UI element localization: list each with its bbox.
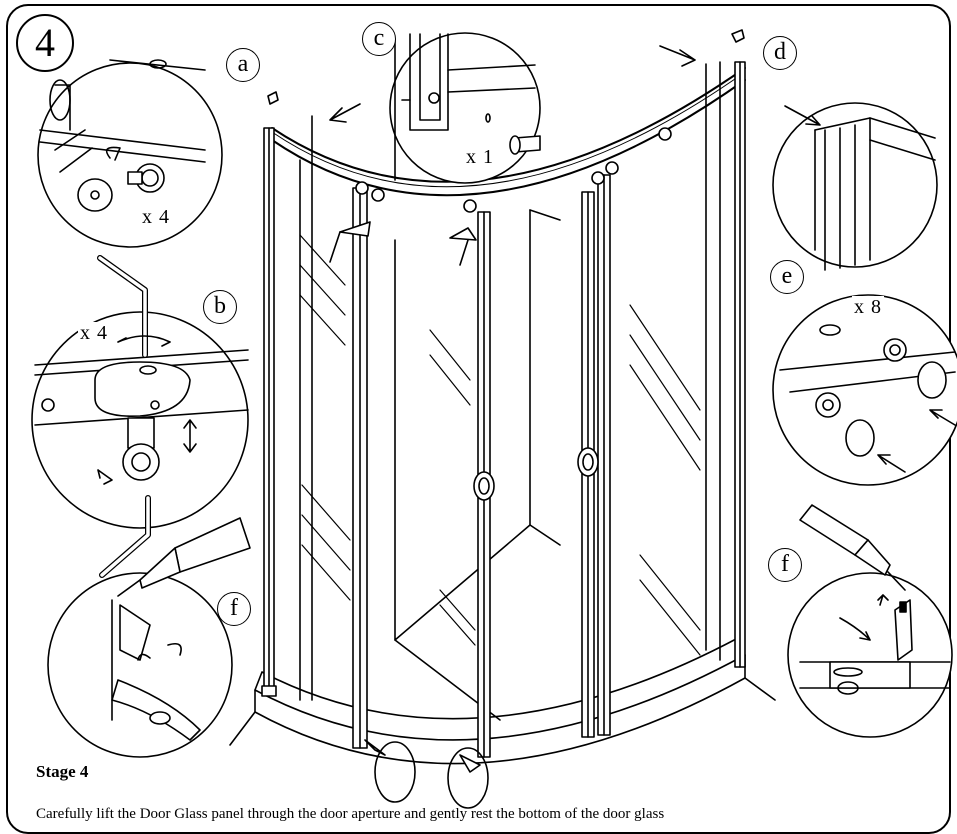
detail-e-circle (772, 294, 957, 486)
quantity-b: x 4 (78, 322, 110, 345)
stage-instruction-text: Carefully lift the Door Glass panel thro… (36, 806, 665, 822)
quantity-e: x 8 (852, 296, 884, 319)
detail-label-b: b (203, 290, 237, 324)
detail-d-circle (772, 102, 938, 271)
detail-f-right-circle (787, 572, 953, 738)
fixed-panel-left (299, 115, 313, 701)
wall-channel-right (705, 61, 746, 668)
quantity-a: x 4 (140, 206, 172, 229)
door-panel-left (352, 187, 495, 758)
detail-a-circle (37, 59, 223, 248)
glass-reflection-lines (299, 234, 701, 656)
detail-label-d: d (763, 36, 797, 70)
screws-loose (267, 29, 745, 105)
wall-channel-left (261, 127, 277, 697)
shower-enclosure-illustration (31, 29, 957, 809)
detail-f-left-circle (47, 572, 233, 758)
stage-heading: Stage 4 (36, 762, 89, 781)
allen-key-top (97, 255, 171, 358)
detail-label-f-right: f (768, 548, 802, 582)
detail-label-c: c (362, 22, 396, 56)
quantity-c: x 1 (464, 146, 496, 169)
door-panel-right (577, 174, 611, 738)
detail-label-a: a (226, 48, 260, 82)
lift-arrows (329, 45, 696, 809)
detail-c-circle (389, 32, 541, 184)
detail-label-f-left: f (217, 592, 251, 626)
sealant-tube-left (117, 517, 251, 597)
detail-label-e: e (770, 260, 804, 294)
stage-number-badge: 4 (16, 14, 74, 72)
sealant-tube-right (799, 504, 906, 591)
detail-b-circle (31, 311, 249, 529)
rollers (355, 127, 672, 213)
allen-key-bottom (99, 495, 151, 578)
